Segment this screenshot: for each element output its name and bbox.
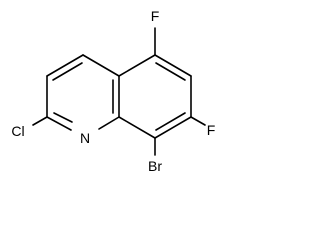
molecule-structure: F F Br N Cl — [11, 8, 216, 174]
bond-c7-c8-double — [155, 112, 186, 131]
bond-n1-c2 — [46, 116, 72, 131]
chlorine-atom-label: Cl — [11, 123, 24, 139]
bond-c4-c4a — [82, 54, 120, 77]
bond-c8a-n1 — [98, 116, 120, 130]
bond-c4a-c5 — [118, 54, 156, 77]
fluorine-atom-label-top: F — [151, 8, 160, 24]
bond-c5-c6-double — [155, 62, 186, 81]
nitrogen-atom-label: N — [80, 130, 90, 146]
fluorine-atom-label-right: F — [207, 122, 216, 138]
bond-c3-c4-double — [52, 62, 83, 81]
bond-c5-c6 — [154, 54, 192, 77]
bromine-atom-label: Br — [148, 158, 162, 174]
bond-n1-c2-double — [53, 112, 73, 123]
bond-c7-f — [190, 116, 206, 126]
bond-c7-c8 — [154, 116, 192, 139]
bond-c3-c4 — [46, 54, 84, 77]
bond-c8-c8a — [118, 116, 156, 139]
bond-c2-cl — [32, 116, 48, 126]
